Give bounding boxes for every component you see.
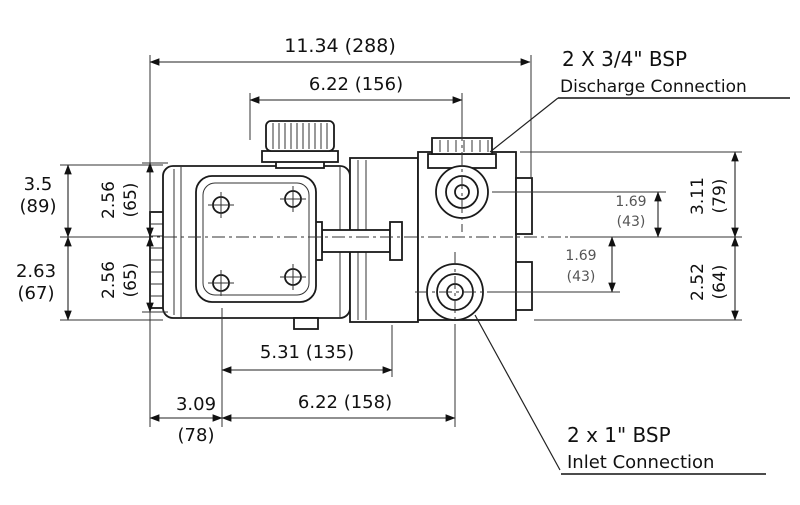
- foot: [293, 317, 319, 330]
- dim-left-lower-mm: (67): [18, 283, 55, 304]
- dim-right-inner-lower-in: 1.69: [565, 248, 596, 264]
- dimension-labels: 11.34 (288) 6.22 (156) 3.5 (89) 2.63 (67…: [16, 35, 730, 446]
- dim-right-lower-mm: (64): [710, 265, 730, 300]
- discharge-size-label: 2 X 3/4" BSP: [562, 47, 687, 71]
- dim-left-upper-mm: (89): [20, 196, 57, 217]
- mounting-holes: [208, 186, 306, 296]
- discharge-leader-line: [489, 97, 559, 153]
- leader-lines: [474, 97, 790, 475]
- dimension-lines: [64, 58, 739, 422]
- dim-bottom-outer: 6.22 (158): [298, 392, 392, 413]
- dim-bottom-left-in: 3.09: [176, 394, 216, 415]
- head-tab-lower: [515, 261, 533, 311]
- head-tab-upper: [515, 177, 533, 235]
- filler-cap: [265, 120, 335, 152]
- dim-left-inner-lower-in: 2.56: [99, 261, 119, 299]
- inlet-size-label: 2 x 1" BSP: [567, 423, 671, 447]
- dim-left-upper-in: 3.5: [24, 174, 53, 195]
- dim-right-inner-lower-mm: (43): [567, 269, 596, 285]
- center-lines: [140, 128, 570, 330]
- dim-bottom-left-mm: (78): [178, 425, 215, 446]
- callout-labels: 2 X 3/4" BSP Discharge Connection 2 x 1"…: [560, 47, 747, 473]
- dim-right-inner-upper-in: 1.69: [615, 194, 646, 210]
- dim-bottom-inner: 5.31 (135): [260, 342, 354, 363]
- discharge-name-label: Discharge Connection: [560, 77, 747, 97]
- dim-top-inner: 6.22 (156): [309, 74, 403, 95]
- bracket-bar: [321, 229, 391, 253]
- dim-top-overall: 11.34 (288): [284, 35, 396, 57]
- dim-right-upper-mm: (79): [710, 179, 730, 214]
- dim-right-lower-in: 2.52: [688, 263, 708, 301]
- dim-left-inner-upper-mm: (65): [121, 183, 141, 218]
- dim-left-lower-in: 2.63: [16, 261, 56, 282]
- pump-body-outline: [149, 120, 533, 330]
- dim-left-inner-upper-in: 2.56: [99, 181, 119, 219]
- inlet-leader-line: [474, 314, 561, 471]
- discharge-flange-knurl: [439, 140, 489, 152]
- extension-lines: [60, 55, 742, 427]
- bracket-right-post: [389, 221, 403, 261]
- filler-cap-base: [261, 150, 339, 163]
- dim-left-inner-lower-mm: (65): [121, 263, 141, 298]
- dim-right-inner-upper-mm: (43): [617, 214, 646, 230]
- dim-right-upper-in: 3.11: [688, 177, 708, 215]
- filler-cap-knurl: [272, 123, 328, 149]
- inlet-name-label: Inlet Connection: [567, 452, 714, 473]
